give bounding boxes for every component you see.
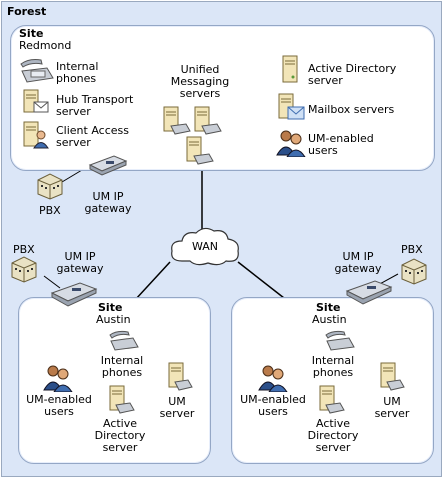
redmond-hub-transport-label: Hub Transport server [56,93,134,118]
client-access-server-icon [23,121,49,149]
pbx-icon [401,258,427,285]
redmond-active-directory-label: Active Directory server [308,62,397,87]
austin-left-um-users-label: UM-enabled users [26,393,92,418]
phone-icon [325,330,355,351]
pbx-icon [37,173,63,200]
austin-left-um-server-label: UM server [159,395,195,420]
um-server-icon [380,362,405,391]
um-server-icon [168,362,193,391]
pbx-icon [11,256,37,283]
austin-right-site-label: Site [316,301,341,314]
austin-right-active-directory-label: Active Directory server [307,417,359,454]
wan-label: WAN [191,240,219,253]
austin-left-site-name: Austin [96,313,131,326]
um-server-icon [194,106,222,135]
redmond-internal-phones-label: Internal phones [56,60,99,85]
redmond-site-label: Site [19,27,44,40]
austin-right-gateway-label: UM IP gateway [334,250,382,275]
redmond-um-servers-label: Unified Messaging servers [170,63,230,100]
austin-left-active-directory-label: Active Directory server [94,417,146,454]
forest-label: Forest [7,5,47,18]
redmond-site-name: Redmond [19,39,72,52]
phone-icon [20,59,54,83]
austin-right-um-server-label: UM server [374,395,410,420]
site-redmond [10,25,435,171]
gateway-icon [88,155,128,176]
link-wan-austin-left [134,261,171,301]
link-wan-austin-right [237,261,285,299]
users-icon [276,130,306,157]
link-pbx-gateway-redmond [61,169,83,183]
wan-cloud-icon [171,227,239,266]
um-server-icon [163,106,191,135]
users-icon [43,365,73,392]
austin-right-site-name: Austin [312,313,347,326]
active-directory-server-icon [109,385,135,414]
hub-transport-server-icon [23,89,49,113]
active-directory-server-icon [282,55,298,83]
redmond-gateway-label: UM IP gateway [84,190,132,215]
austin-left-gateway-label: UM IP gateway [56,250,104,275]
redmond-pbx-label: PBX [39,204,61,217]
um-server-icon [186,136,214,165]
austin-right-pbx-label: PBX [401,243,423,256]
redmond-mailbox-label: Mailbox servers [308,103,395,116]
redmond-um-users-label: UM-enabled users [308,132,374,157]
mailbox-server-icon [278,93,305,120]
austin-right-internal-phones-label: Internal phones [311,354,355,379]
users-icon [258,365,288,392]
austin-left-pbx-label: PBX [13,243,35,256]
phone-icon [109,330,139,351]
austin-right-um-users-label: UM-enabled users [240,393,306,418]
austin-left-site-label: Site [98,301,123,314]
gateway-icon [50,282,98,307]
gateway-icon [345,280,393,305]
austin-left-internal-phones-label: Internal phones [100,354,144,379]
redmond-client-access-label: Client Access server [56,124,129,149]
active-directory-server-icon [319,385,345,414]
link-pbx-gateway-left [43,275,61,289]
